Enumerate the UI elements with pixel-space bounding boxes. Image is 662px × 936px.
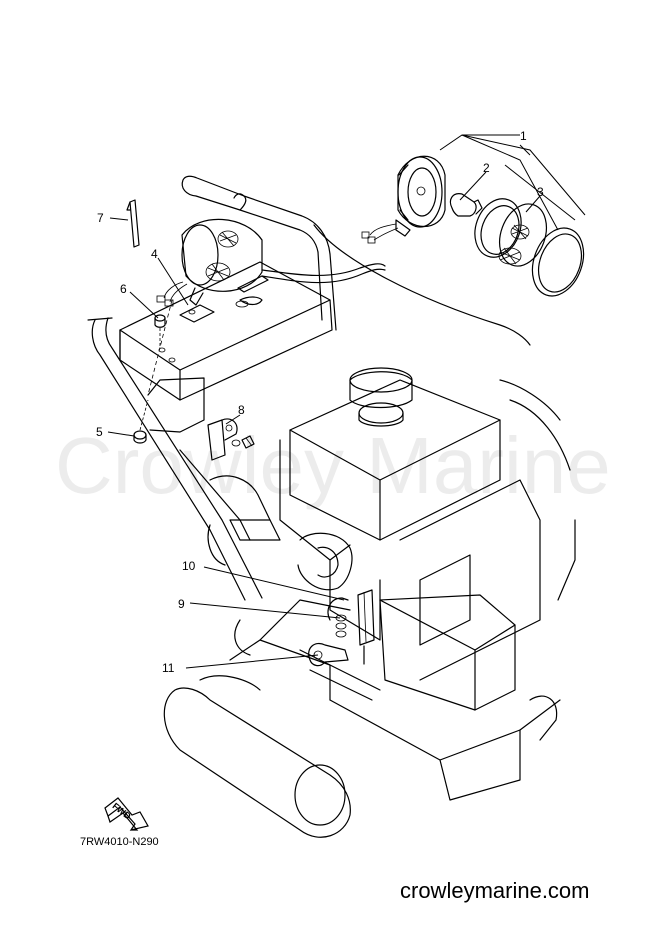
callout-5: 5: [96, 425, 103, 439]
site-footer: crowleymarine.com: [400, 878, 590, 903]
auger-housing: [163, 519, 576, 838]
callout-11: 11: [162, 661, 175, 675]
headlight-exploded: [361, 134, 586, 297]
nut-grommet: [133, 314, 166, 444]
callout-2: 2: [483, 161, 490, 175]
callout-3: 3: [537, 185, 544, 199]
wire-tie: [126, 199, 140, 248]
callout-7: 7: [97, 211, 104, 225]
callout-9: 9: [178, 597, 185, 611]
watermark: Crowley Marine: [55, 421, 611, 510]
headlight-mounted: [156, 218, 263, 323]
callout-1: 1: [520, 129, 527, 143]
handle-bar: [181, 175, 337, 331]
lower-clamp: [299, 589, 381, 701]
callout-10: 10: [182, 559, 196, 573]
callout-6: 6: [120, 282, 127, 296]
diagram-code: 7RW4010-N290: [80, 836, 159, 848]
leader-lines: [107, 144, 541, 669]
frame: [87, 317, 281, 601]
bracket: [207, 418, 255, 461]
callout-4: 4: [151, 247, 158, 261]
detail-bracket: [313, 224, 531, 346]
control-panel: [119, 261, 333, 433]
engine: [279, 367, 571, 711]
callout-8: 8: [238, 403, 245, 417]
fwd-arrow-icon: FWD: [104, 797, 149, 831]
wire-to-detail: [261, 263, 386, 284]
